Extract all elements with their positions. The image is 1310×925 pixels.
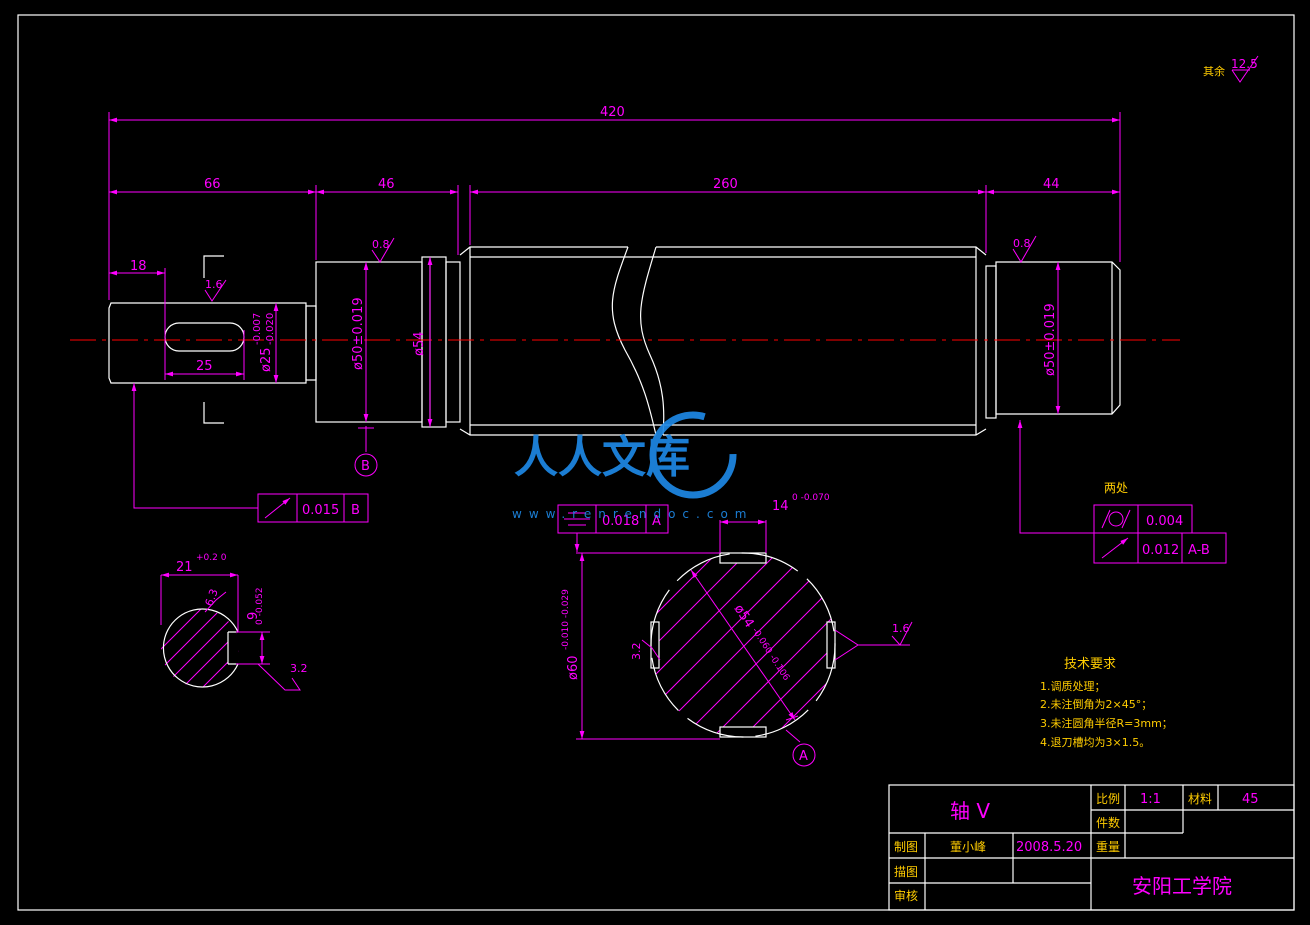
- dim-d50-left: ø50±0.019: [351, 297, 366, 370]
- fcf-right-note: 两处: [1104, 481, 1128, 495]
- dim-seg2: 46: [378, 177, 395, 192]
- section-big-keyway: 14: [772, 499, 789, 514]
- roughness-left-journal: 0.8: [372, 238, 390, 251]
- fcf-runout-b: 0.015 B: [131, 383, 369, 523]
- tech-title: 技术要求: [1064, 657, 1116, 672]
- section-small-rough1: 6.3: [203, 587, 221, 608]
- section-big-rough1: 3.2: [630, 643, 643, 661]
- tech-item-3: 3.未注圆角半径R=3mm；: [1040, 716, 1173, 730]
- drawn-label: 制图: [894, 840, 918, 854]
- scale-value: 1:1: [1140, 792, 1161, 807]
- fcf-symmetry-a-value: 0.018: [602, 514, 639, 529]
- watermark-text: 人人文库: [514, 432, 690, 483]
- section-small-depth-tol: 0 -0.052: [255, 587, 265, 625]
- qty-label: 件数: [1096, 815, 1120, 830]
- dim-seg1: 66: [204, 177, 221, 192]
- section-big: 14 0 -0.070 ø60 -0.010 -0.029 ø54 -0.060…: [561, 493, 913, 767]
- shaft-outline: [108, 246, 1121, 436]
- fcf-symmetry-a: 0.018 A: [557, 504, 669, 552]
- fcf-runout-ab-datum: A-B: [1188, 543, 1210, 558]
- watermark-url: www.renrendoc.com: [512, 507, 753, 521]
- traced-label: 描图: [894, 865, 918, 879]
- dim-key-length: 25: [196, 359, 213, 374]
- roughness-other-label: 其余: [1203, 64, 1225, 78]
- fcf-runout-b-datum: B: [351, 503, 360, 518]
- fcf-runout-ab-value: 0.012: [1142, 543, 1179, 558]
- material-value: 45: [1242, 792, 1259, 807]
- watermark-logo-icon: [649, 411, 737, 499]
- roughness-key: 1.6: [205, 278, 223, 291]
- section-big-d54: ø54: [731, 602, 757, 631]
- dim-d54: ø54: [412, 332, 427, 357]
- section-small-width-tol: +0.2 0: [196, 553, 227, 563]
- fcf-right: 两处 0.004 0.012 A-B: [1017, 420, 1227, 564]
- section-big-keyway-tol: 0 -0.070: [792, 493, 830, 503]
- section-small-rough2: 3.2: [290, 662, 308, 675]
- tech-item-4: 4.退刀槽均为3×1.5。: [1040, 736, 1150, 749]
- tech-item-1: 1.调质处理；: [1040, 680, 1106, 693]
- section-big-rough2: 1.6: [892, 622, 910, 635]
- dim-seg3: 260: [713, 177, 738, 192]
- section-big-d60: ø60: [566, 656, 581, 681]
- checked-label: 审核: [894, 888, 918, 903]
- section-big-d60-tol: -0.010 -0.029: [561, 589, 571, 650]
- dimensions: 420 66 46 260 44 18 25 ø25 -0.007 -0.020…: [108, 105, 1121, 427]
- drawn-name: 董小峰: [950, 840, 986, 854]
- scale-label: 比例: [1096, 792, 1120, 806]
- section-small-depth: 9: [246, 612, 261, 620]
- roughness-other-value: 12.5: [1231, 57, 1258, 71]
- dim-d25: ø25: [259, 348, 274, 373]
- section-small: 21 +0.2 0 9 0 -0.052 6.3 3.2: [160, 553, 308, 691]
- dim-total: 420: [600, 105, 625, 120]
- datum-b: B: [354, 426, 378, 477]
- school-name: 安阳工学院: [1132, 874, 1232, 898]
- drawing-frame: [17, 14, 1295, 911]
- fcf-symmetry-a-datum: A: [652, 514, 661, 529]
- dim-key-offset: 18: [130, 259, 147, 274]
- watermark: 人人文库 www.renrendoc.com: [512, 411, 753, 521]
- section-cut-marks: [203, 255, 224, 424]
- material-label: 材料: [1188, 792, 1212, 806]
- drawn-date: 2008.5.20: [1016, 840, 1082, 855]
- dim-d25-lower: -0.020: [265, 313, 276, 345]
- dim-d25-upper: -0.007: [252, 313, 263, 345]
- dim-d50-right: ø50±0.019: [1043, 303, 1058, 376]
- fcf-cylindricity-value: 0.004: [1146, 514, 1183, 529]
- title-block: 轴 V 比例 1:1 材料 45 件数 制图 董小峰 2008.5.20 重量 …: [888, 784, 1295, 911]
- keyway-slot: [164, 322, 245, 352]
- default-roughness: 其余 12.5: [1203, 55, 1259, 83]
- dim-seg4: 44: [1043, 177, 1060, 192]
- roughness-right-journal: 0.8: [1013, 237, 1031, 250]
- weight-label: 重量: [1096, 840, 1120, 854]
- part-name: 轴 V: [950, 799, 990, 823]
- datum-b-label: B: [361, 459, 370, 474]
- datum-a-label: A: [799, 749, 808, 764]
- section-small-width: 21: [176, 560, 193, 575]
- fcf-runout-b-value: 0.015: [302, 503, 339, 518]
- tech-requirements: 技术要求 1.调质处理； 2.未注倒角为2×45°； 3.未注圆角半径R=3mm…: [1040, 657, 1173, 749]
- tech-item-2: 2.未注倒角为2×45°；: [1040, 697, 1152, 711]
